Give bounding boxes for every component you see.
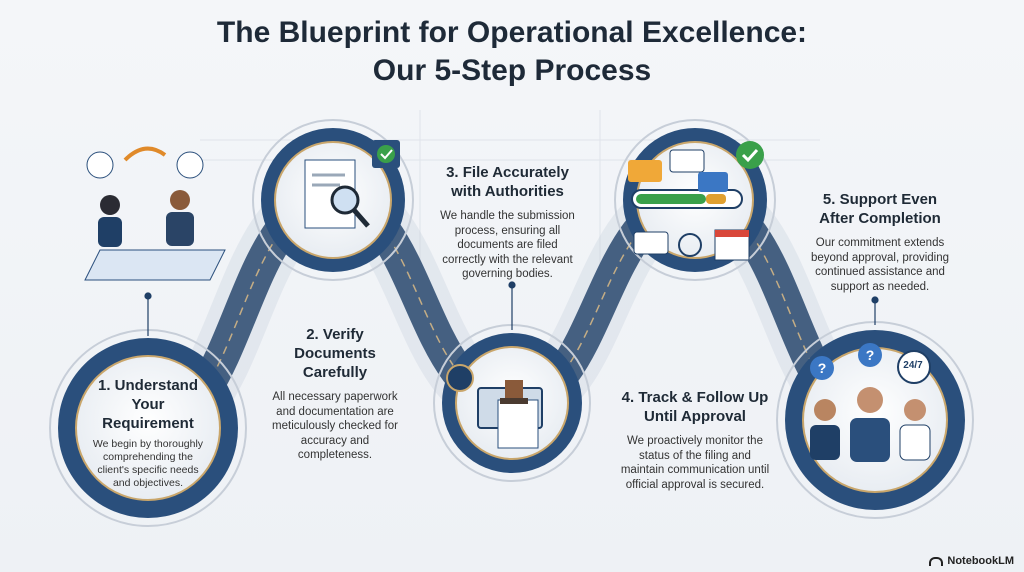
step-5: 5. Support Even After Completion Our com… — [805, 190, 955, 294]
step-4: 4. Track & Follow Up Until Approval We p… — [620, 388, 770, 492]
step-description: We proactively monitor the status of the… — [620, 435, 770, 491]
page-title: The Blueprint for Operational Excellence… — [216, 16, 808, 87]
brand-watermark: NotebookLM — [929, 555, 1014, 567]
step-description: We begin by thoroughly comprehending the… — [92, 438, 204, 489]
step-title: 5. Support Even After Completion — [819, 191, 941, 227]
step-2: 2. Verify Documents Carefully All necess… — [265, 325, 405, 463]
svg-text:?: ? — [818, 360, 827, 376]
step-description: We handle the submission process, ensuri… — [440, 210, 575, 280]
progress-tracking-icon — [628, 141, 764, 261]
support-team-icon: ? ? — [810, 343, 931, 462]
step-title: 4. Track & Follow Up Until Approval — [621, 389, 769, 425]
notebooklm-logo-icon — [929, 556, 944, 566]
meeting-illustration-icon — [84, 146, 226, 281]
step-1: 1. Understand Your Requirement We begin … — [88, 376, 208, 490]
step-description: All necessary paperwork and documentatio… — [272, 391, 398, 461]
document-magnifier-icon — [304, 140, 400, 229]
step-title: 3. File Accurately with Authorities — [446, 164, 569, 200]
stamp-filing-icon — [446, 364, 543, 449]
svg-text:?: ? — [866, 347, 875, 363]
step-title: 1. Understand Your Requirement — [97, 377, 199, 432]
step-title: 2. Verify Documents Carefully — [294, 326, 376, 381]
step-3: 3. File Accurately with Authorities We h… — [440, 163, 575, 282]
step-description: Our commitment extends beyond approval, … — [810, 237, 950, 293]
